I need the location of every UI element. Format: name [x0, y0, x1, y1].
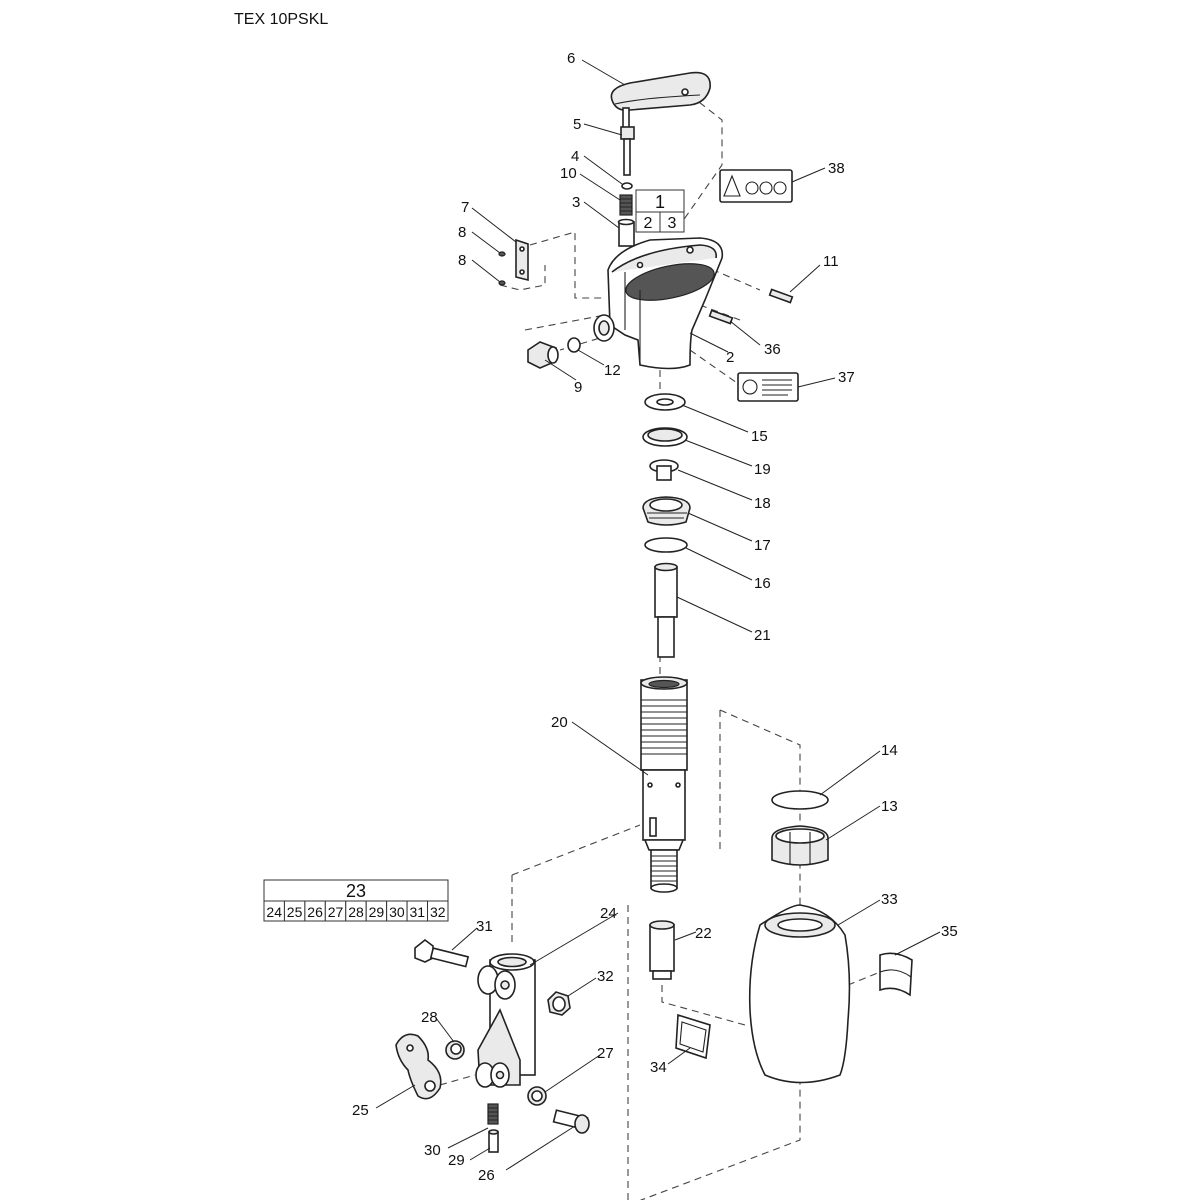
kit-table-1: 1 2 3	[635, 189, 685, 233]
callout-5: 5	[573, 116, 581, 133]
part-22-bushing	[649, 920, 675, 980]
part-35-label	[879, 952, 913, 997]
callout-29: 29	[448, 1152, 465, 1169]
kit-table-23-cell: 27	[328, 904, 344, 920]
callout-19: 19	[754, 461, 771, 478]
kit-table-23-cell: 31	[410, 904, 426, 920]
callout-11: 11	[823, 253, 839, 270]
callout-37: 37	[838, 369, 855, 386]
callout-35: 35	[941, 923, 958, 940]
kit-table-23-cell: 26	[307, 904, 323, 920]
part-15-washer	[644, 393, 686, 411]
callout-16: 16	[754, 575, 771, 592]
part-2-handle-housing	[593, 237, 724, 370]
callout-25: 25	[352, 1102, 369, 1119]
callout-30: 30	[424, 1142, 441, 1159]
callout-7: 7	[461, 199, 469, 216]
part-20-cylinder	[640, 676, 688, 893]
callout-24: 24	[600, 905, 617, 922]
callout-28: 28	[421, 1009, 438, 1026]
assembly-dashed-lines	[439, 94, 881, 1200]
part-21-piston	[654, 562, 678, 658]
diagram-title: TEX 10PSKL	[234, 11, 328, 28]
callout-15: 15	[751, 428, 768, 445]
part-36-pin	[708, 309, 734, 325]
callout-2: 2	[726, 349, 734, 366]
kit-table-23-cell: 24	[266, 904, 282, 920]
part-38-symbol-label	[719, 169, 793, 203]
kit-table-1-cell: 2	[644, 215, 653, 232]
part-27-nut	[527, 1086, 547, 1106]
part-29-plunger	[488, 1129, 499, 1153]
callout-20: 20	[551, 714, 568, 731]
callout-17: 17	[754, 537, 771, 554]
callout-10: 10	[560, 165, 577, 182]
part-10-spring	[619, 194, 633, 216]
part-13-nut	[771, 825, 829, 866]
part-4-washer	[621, 182, 633, 190]
part-8-screw	[498, 251, 506, 286]
part-37-warning-label	[737, 372, 799, 402]
part-18-valve	[649, 459, 679, 481]
part-30-spring	[487, 1103, 499, 1125]
part-5-pin	[620, 126, 635, 176]
leader-lines	[375, 59, 941, 1171]
part-25-latch	[395, 1033, 442, 1100]
callout-21: 21	[754, 627, 771, 644]
callout-12: 12	[604, 362, 621, 379]
part-32-nut	[547, 991, 571, 1016]
callout-13: 13	[881, 798, 898, 815]
kit-table-23-top: 23	[346, 881, 366, 901]
part-26-bolt	[552, 1109, 590, 1134]
part-7-plate	[515, 238, 529, 282]
part-16-o-ring	[644, 537, 688, 553]
callout-26: 26	[478, 1167, 495, 1184]
callout-4: 4	[571, 148, 579, 165]
callout-27: 27	[597, 1045, 614, 1062]
part-31-bolt	[414, 938, 470, 968]
part-17-valve-seat	[642, 496, 691, 526]
callout-3: 3	[572, 194, 580, 211]
kit-table-1-cell: 3	[668, 215, 677, 232]
part-12-o-ring	[567, 337, 581, 353]
part-3-sleeve	[617, 218, 635, 247]
part-9-nipple	[527, 341, 559, 369]
callout-labels: 6 5 4 10 3 7 8 8 9 12 2 36 11 38 37 15 1…	[352, 50, 958, 1184]
part-34-label	[675, 1013, 711, 1060]
part-11-pin	[768, 288, 794, 304]
part-6-trigger-lever	[610, 71, 711, 129]
part-24-retainer-body	[475, 953, 536, 1088]
callout-31: 31	[476, 918, 493, 935]
callout-34: 34	[650, 1059, 667, 1076]
callout-18: 18	[754, 495, 771, 512]
kit-table-23-cell: 28	[348, 904, 364, 920]
callout-6: 6	[567, 50, 575, 67]
kit-table-23-cell: 25	[287, 904, 303, 920]
callout-36: 36	[764, 341, 781, 358]
callout-33: 33	[881, 891, 898, 908]
part-14-ring	[771, 790, 829, 810]
kit-table-23-cell: 29	[369, 904, 385, 920]
callout-38: 38	[828, 160, 845, 177]
part-33-muffler	[748, 904, 851, 1084]
callout-14: 14	[881, 742, 898, 759]
callout-22: 22	[695, 925, 712, 942]
kit-table-23-cell: 32	[430, 904, 446, 920]
kit-table-23: 23 24 25 26 27 28 29 30 31 32	[263, 879, 449, 922]
callout-32: 32	[597, 968, 614, 985]
callout-8: 8	[458, 252, 466, 269]
part-19-seal	[642, 427, 688, 447]
kit-table-23-cell: 30	[389, 904, 405, 920]
callout-8: 8	[458, 224, 466, 241]
part-28-bushing	[445, 1040, 465, 1060]
kit-table-1-top: 1	[655, 192, 665, 212]
callout-9: 9	[574, 379, 582, 396]
